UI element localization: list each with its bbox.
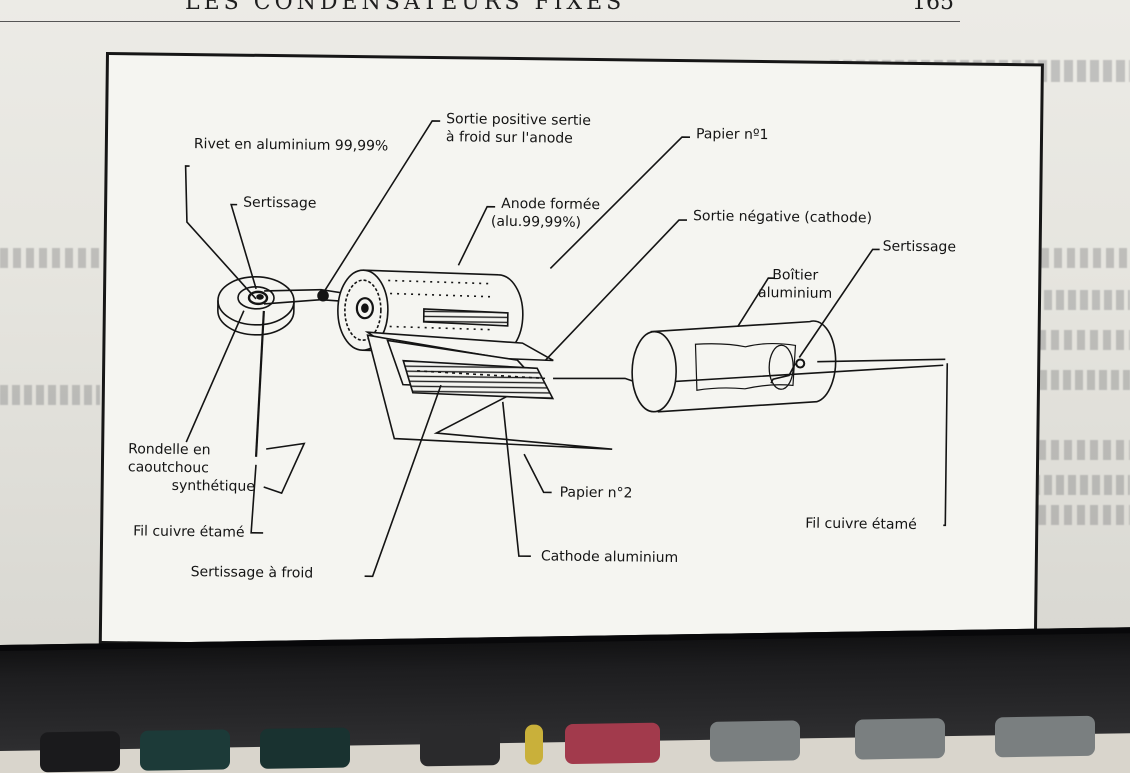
label-fil-left: Fil cuivre étamé	[133, 523, 245, 541]
negative-lead	[553, 364, 944, 385]
label-rivet: Rivet en aluminium 99,99%	[193, 136, 389, 155]
label-sortie-positive-1: Sortie positive sertie	[446, 111, 591, 129]
label-rondelle-3: synthétique	[171, 477, 255, 495]
label-cathode: Cathode aluminium	[540, 548, 679, 567]
running-head: LES CONDENSATEURS FIXES	[185, 0, 626, 15]
calculator-body	[0, 627, 1130, 773]
label-sortie-positive-2: à froid sur l'anode	[445, 129, 573, 147]
label-sortie-negative: Sortie négative (cathode)	[692, 208, 873, 227]
calculator-key	[565, 722, 660, 765]
book-page: LES CONDENSATEURS FIXES 165	[0, 0, 1130, 668]
header-rule	[0, 21, 960, 22]
calculator-key	[140, 729, 230, 771]
calculator-key	[40, 731, 120, 773]
label-anode-2: (alu.99,99%)	[490, 213, 582, 231]
label-sertissage-froid: Sertissage à froid	[190, 564, 314, 582]
label-boitier-2: aluminium	[758, 284, 833, 302]
calculator-key	[855, 718, 945, 760]
cathode-foil	[402, 359, 555, 400]
label-papier-2: Papier n°2	[559, 484, 633, 502]
label-papier-1: Papier nº1	[695, 126, 769, 144]
capacitor-drawing	[184, 120, 949, 578]
label-sertissage-right: Sertissage	[882, 238, 957, 256]
label-boitier-1: Boîtier	[772, 267, 819, 284]
capacitor-figure: Rivet en aluminium 99,99% Sortie positiv…	[98, 52, 1044, 656]
label-fil-right: Fil cuivre étamé	[805, 515, 917, 533]
label-anode-1: Anode formée	[501, 195, 601, 214]
show-through-line	[0, 248, 100, 268]
label-rondelle-1: Rondelle en	[128, 441, 211, 459]
wire-left	[254, 310, 265, 457]
show-through-line	[0, 385, 100, 405]
washer-shape	[217, 276, 295, 336]
label-sertissage-left: Sertissage	[243, 194, 317, 212]
calculator-key	[525, 724, 543, 765]
calculator-key	[710, 720, 800, 762]
page-number: 165	[912, 0, 954, 15]
label-rondelle-2: caoutchouc	[127, 459, 209, 477]
calculator-key	[260, 727, 350, 769]
positive-lead	[817, 358, 946, 363]
calculator-key	[995, 715, 1095, 758]
calculator-key	[420, 725, 500, 767]
wound-roll-shape	[337, 269, 524, 356]
aluminium-can-shape	[631, 320, 837, 413]
anode-foil	[422, 308, 509, 327]
